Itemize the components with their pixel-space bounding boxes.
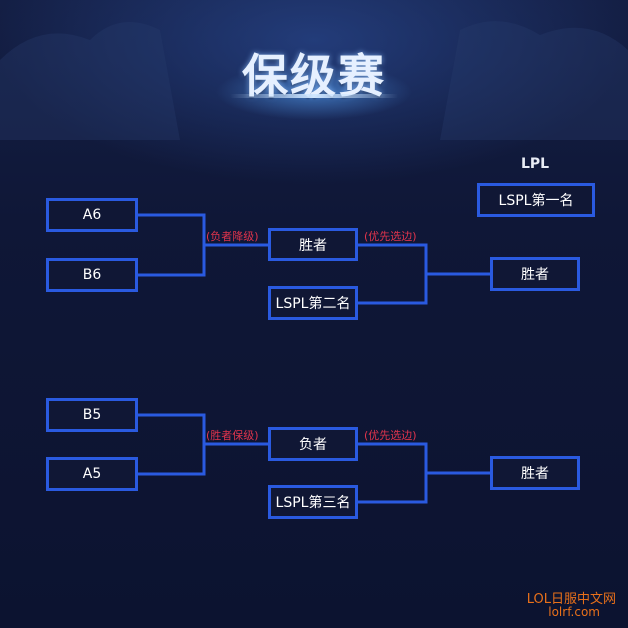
lspl-third-box: LSPL第三名 bbox=[268, 485, 358, 519]
top-final-winner-box: 胜者 bbox=[490, 257, 580, 291]
team-a5-box: A5 bbox=[46, 457, 138, 491]
lspl-second-box: LSPL第二名 bbox=[268, 286, 358, 320]
loser-relegated-note: (负者降级) bbox=[206, 230, 259, 243]
title-glow bbox=[230, 94, 398, 98]
watermark-site-name: LOL日服中文网 bbox=[526, 592, 616, 607]
background-art bbox=[0, 21, 628, 140]
team-a6-box: A6 bbox=[46, 198, 138, 232]
bottom-loser-box: 负者 bbox=[268, 427, 358, 461]
bottom-final-winner-box: 胜者 bbox=[490, 456, 580, 490]
bottom-side-choice-note: (优先选边) bbox=[364, 429, 417, 442]
team-b6-box: B6 bbox=[46, 258, 138, 292]
watermark-url: lolrf.com bbox=[548, 605, 600, 619]
top-side-choice-note: (优先选边) bbox=[364, 230, 417, 243]
lspl-first-box: LSPL第一名 bbox=[477, 183, 595, 217]
team-b5-box: B5 bbox=[46, 398, 138, 432]
top-winner-box: 胜者 bbox=[268, 228, 358, 261]
lpl-label: LPL bbox=[520, 156, 550, 172]
winner-stays-note: (胜者保级) bbox=[206, 429, 259, 442]
